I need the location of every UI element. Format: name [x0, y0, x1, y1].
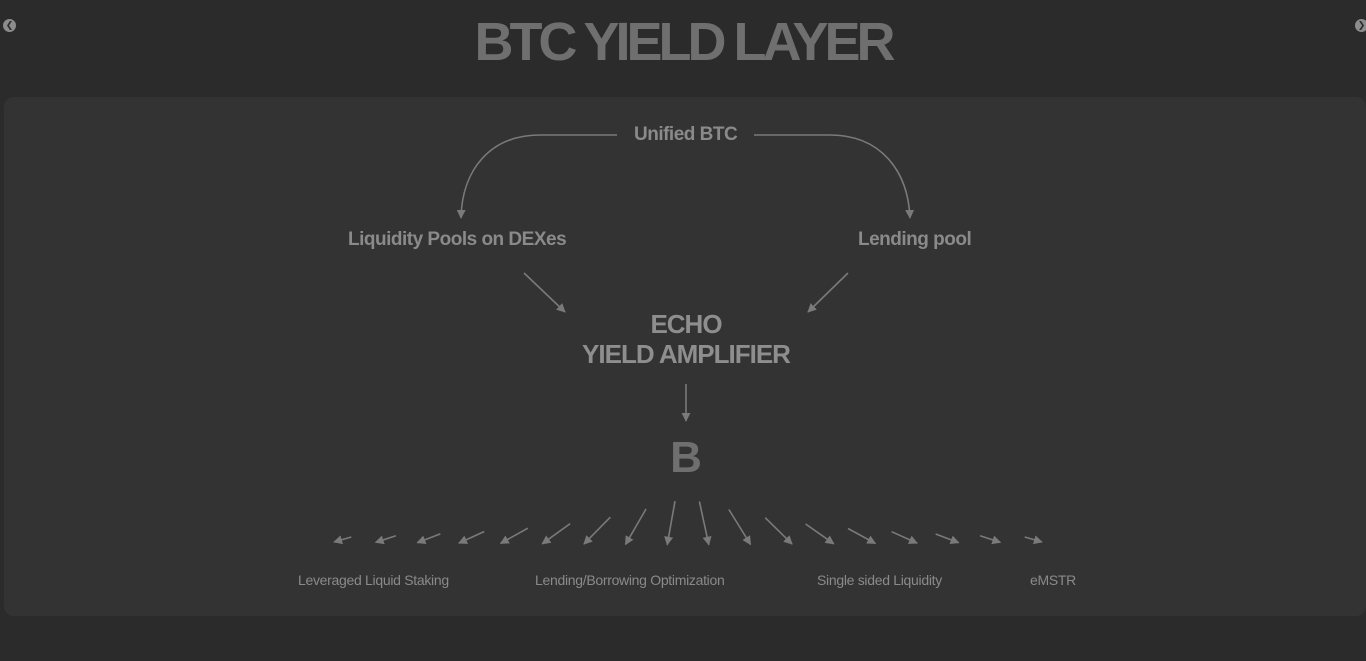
fan-arrow	[458, 530, 485, 544]
lending-pool-label: Lending pool	[858, 229, 972, 250]
next-slide-button[interactable]: ❯	[1355, 19, 1366, 32]
fan-arrow	[805, 523, 835, 545]
fan-arrow	[847, 527, 877, 545]
fan-arrow	[728, 509, 752, 546]
fan-arrow	[416, 533, 441, 545]
yield-amplifier-label: YIELD AMPLIFIER	[582, 339, 791, 369]
output-lending-borrowing-optimization: Lending/Borrowing Optimization	[535, 572, 725, 588]
arrow-right-to-center	[807, 272, 849, 313]
fan-arrow	[333, 535, 352, 545]
output-single-sided-liquidity: Single sided Liquidity	[817, 572, 942, 588]
fan-arrow	[891, 530, 918, 544]
liquidity-pools-label: Liquidity Pools on DEXes	[348, 229, 567, 250]
prev-slide-button[interactable]: ❮	[3, 19, 16, 32]
fan-arrow	[583, 516, 611, 545]
echo-label: ECHO	[650, 309, 722, 339]
arrow-source-to-left	[456, 134, 617, 219]
chevron-right-icon: ❯	[1357, 20, 1366, 30]
bitcoin-icon: B	[670, 433, 702, 482]
arrow-source-to-right	[754, 134, 915, 219]
fan-arrow	[499, 527, 529, 545]
fan-arrow	[624, 508, 647, 546]
fan-arrow	[764, 517, 793, 545]
page-title: BTC YIELD LAYER	[474, 12, 895, 72]
fan-arrow	[664, 501, 676, 546]
unified-btc-label: Unified BTC	[634, 124, 738, 145]
fan-arrow	[979, 535, 1002, 545]
output-leveraged-liquid-staking: Leveraged Liquid Staking	[298, 572, 449, 588]
fan-arrow	[935, 533, 960, 545]
output-emstr: eMSTR	[1030, 572, 1076, 588]
fan-arrow	[374, 534, 397, 545]
diagram-panel	[4, 97, 1366, 616]
arrow-left-to-center	[523, 272, 566, 313]
fan-arrow	[1024, 535, 1043, 545]
echo-yield-amplifier-label: ECHO YIELD AMPLIFIER	[0, 309, 1366, 369]
fan-arrow	[698, 501, 712, 546]
fan-arrow	[541, 522, 571, 545]
chevron-left-icon: ❮	[5, 20, 14, 30]
